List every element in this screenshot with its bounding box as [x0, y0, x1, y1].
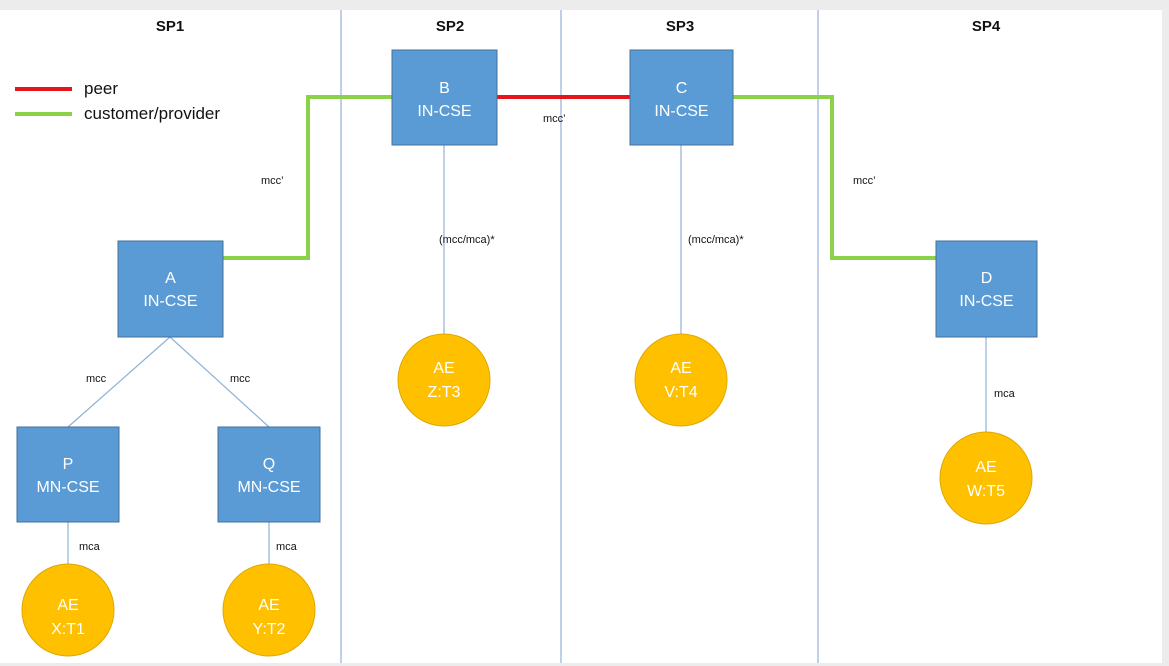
node-a-in-cse: A IN-CSE: [117, 240, 224, 338]
sp-title-sp3: SP3: [666, 18, 694, 35]
link-a-p: [67, 336, 171, 428]
legend-peer-label: peer: [84, 79, 118, 98]
node-w-line2: W:T5: [967, 483, 1005, 500]
node-y-line1: AE: [258, 597, 279, 614]
node-ae-y-t2: AE Y:T2: [222, 563, 316, 657]
node-y-line2: Y:T2: [253, 621, 286, 638]
node-c-line1: C: [676, 80, 688, 97]
edge-label-d-w: mca: [994, 388, 1016, 400]
node-q-mn-cse: Q MN-CSE: [217, 426, 321, 523]
sp-title-sp1: SP1: [156, 18, 184, 35]
sp-title-sp2: SP2: [436, 18, 464, 35]
node-p-line1: P: [63, 456, 74, 473]
node-b-in-cse: B IN-CSE: [391, 49, 498, 146]
node-ae-x-t1: AE X:T1: [21, 563, 115, 657]
node-c-in-cse: C IN-CSE: [629, 49, 734, 146]
node-b-line1: B: [439, 80, 450, 97]
node-ae-w-t5: AE W:T5: [939, 431, 1033, 525]
node-v-line1: AE: [670, 360, 691, 377]
edge-label-c-v: (mcc/mca)*: [688, 234, 744, 246]
node-c-line2: IN-CSE: [654, 103, 708, 120]
node-d-line1: D: [981, 270, 993, 287]
node-p-mn-cse: P MN-CSE: [16, 426, 120, 523]
edge-label-q-y: mca: [276, 541, 298, 553]
edge-label-a-p: mcc: [86, 373, 107, 385]
node-d-line2: IN-CSE: [959, 293, 1013, 310]
edge-label-c-d: mcc’: [853, 175, 876, 187]
node-v-line2: V:T4: [664, 384, 697, 401]
node-q-line1: Q: [263, 456, 275, 473]
edge-label-a-b: mcc’: [261, 175, 284, 187]
node-x-line1: AE: [57, 597, 78, 614]
legend-customer-provider-label: customer/provider: [84, 104, 220, 123]
node-z-line1: AE: [433, 360, 454, 377]
link-a-q: [169, 336, 270, 428]
node-z-line2: Z:T3: [428, 384, 461, 401]
node-d-in-cse: D IN-CSE: [935, 240, 1038, 338]
sp-title-sp4: SP4: [972, 18, 1001, 35]
link-a-b-customer-provider: [223, 95, 392, 260]
node-ae-z-t3: AE Z:T3: [397, 333, 491, 427]
edge-label-p-x: mca: [79, 541, 101, 553]
node-b-line2: IN-CSE: [417, 103, 471, 120]
link-c-d-customer-provider: [733, 95, 936, 260]
node-x-line2: X:T1: [51, 621, 85, 638]
node-a-line1: A: [165, 270, 176, 287]
node-w-line1: AE: [975, 459, 996, 476]
edge-label-a-q: mcc: [230, 373, 251, 385]
node-q-line2: MN-CSE: [237, 479, 300, 496]
edge-label-b-z: (mcc/mca)*: [439, 234, 495, 246]
node-ae-v-t4: AE V:T4: [634, 333, 728, 427]
edge-label-b-c: mcc’: [543, 113, 566, 125]
node-p-line2: MN-CSE: [36, 479, 99, 496]
node-a-line2: IN-CSE: [143, 293, 197, 310]
